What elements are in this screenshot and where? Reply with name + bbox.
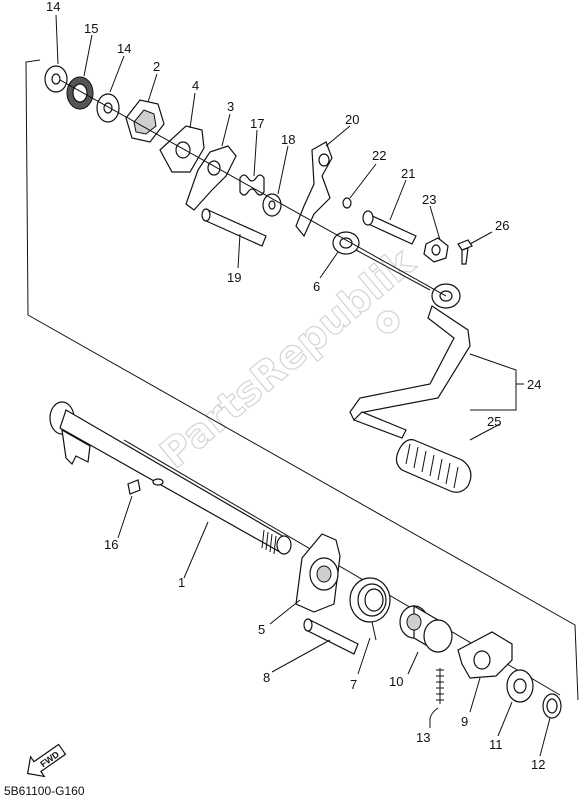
callout-12: 12 [531,757,545,772]
callout-21: 21 [401,166,415,181]
shift-shaft-1 [49,401,292,555]
callout-17: 17 [250,116,264,131]
stopper-plate-4 [159,125,205,173]
callout-10: 10 [389,674,403,689]
washer-11 [506,669,534,703]
diagram-code: 5B61100-G160 [4,784,85,798]
callout-22: 22 [372,148,386,163]
shift-segment-2 [125,99,165,143]
callout-23: 23 [422,192,436,207]
shift-lever-20 [295,141,333,238]
bolt-21 [362,210,417,245]
callout-8: 8 [263,670,270,685]
torsion-spring-7 [349,577,391,641]
callout-25: 25 [487,414,501,429]
bushing-6 [332,231,360,255]
pedal-rubber-25 [395,439,472,493]
callout-19: 19 [227,270,241,285]
bolt-26 [457,239,473,265]
pin-8 [303,618,359,655]
circlip-22 [342,197,352,209]
washer-18 [262,193,282,217]
pin-19 [201,208,267,247]
needle-bearing-15 [66,76,94,110]
shift-pedal-24 [349,283,471,439]
shift-arm-5 [295,533,341,613]
callout-14a: 14 [46,0,60,14]
callout-1: 1 [178,575,185,590]
return-spring-13 [436,668,444,704]
callout-18: 18 [281,132,295,147]
callout-5: 5 [258,622,265,637]
callout-24: 24 [527,377,541,392]
callout-14b: 14 [117,41,131,56]
circlip-12 [542,693,562,719]
callout-26: 26 [495,218,509,233]
callout-7: 7 [350,677,357,692]
washer-14a [44,65,68,93]
spring-17 [239,174,265,196]
watermark-text: PartsRepublik [152,239,424,478]
watermark: PartsRepublik [151,238,425,478]
callout-16: 16 [104,537,118,552]
nut-23 [423,237,449,263]
callout-13: 13 [416,730,430,745]
pin-16 [127,478,164,495]
callout-4: 4 [192,78,199,93]
callout-9: 9 [461,714,468,729]
callout-2: 2 [153,59,160,74]
callout-6: 6 [313,279,320,294]
collar-10 [399,604,453,654]
callouts: 14 15 14 2 4 3 17 18 20 22 21 23 26 19 6… [46,0,551,772]
callout-15: 15 [84,21,98,36]
fwd-arrow-icon: FWD [26,743,67,778]
watermark-gear-icon [376,310,400,334]
shift-guide-9 [457,631,513,679]
axis-lines-top [59,79,447,297]
callout-11: 11 [489,737,503,752]
callout-3: 3 [227,99,234,114]
washer-14b [96,93,120,123]
callout-20: 20 [345,112,359,127]
